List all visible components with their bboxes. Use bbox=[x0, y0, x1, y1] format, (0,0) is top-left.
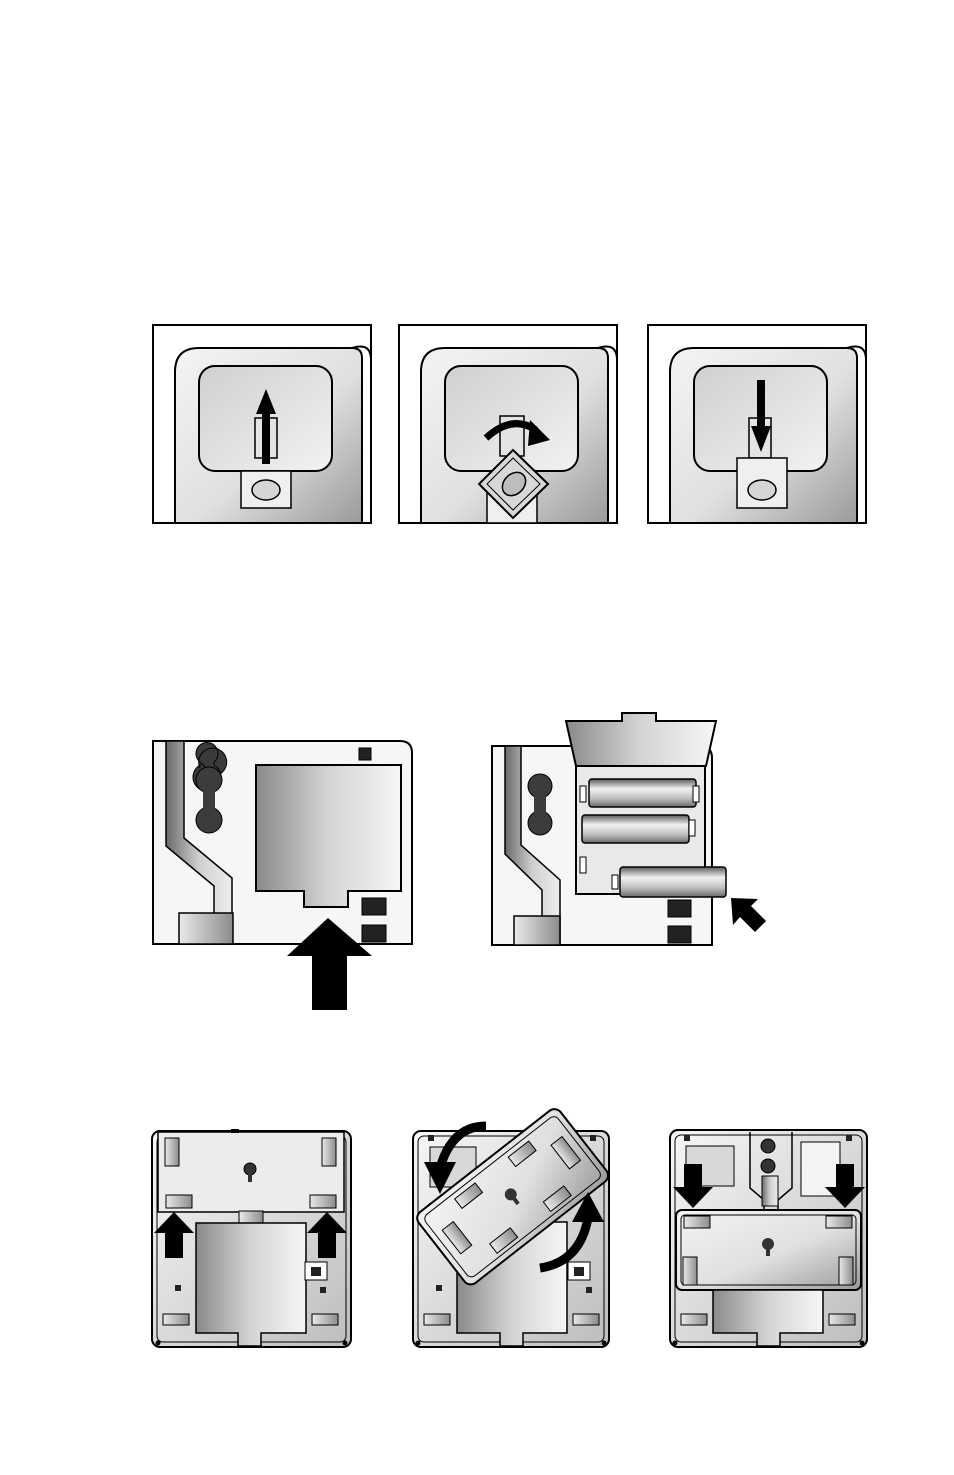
battery-panel-push-cover bbox=[153, 741, 412, 1010]
clip-panel-slide-up bbox=[153, 325, 371, 523]
battery-panel-insert-battery bbox=[492, 713, 766, 945]
bracket-panel-lower bbox=[670, 1130, 867, 1347]
bracket-panel-rotate bbox=[413, 1106, 611, 1347]
bracket-panel-lift bbox=[152, 1129, 351, 1347]
insert-arrow-icon bbox=[731, 898, 766, 932]
clip-panel-slide-down bbox=[648, 325, 866, 523]
clip-panel-rotate-clockwise bbox=[399, 325, 617, 523]
